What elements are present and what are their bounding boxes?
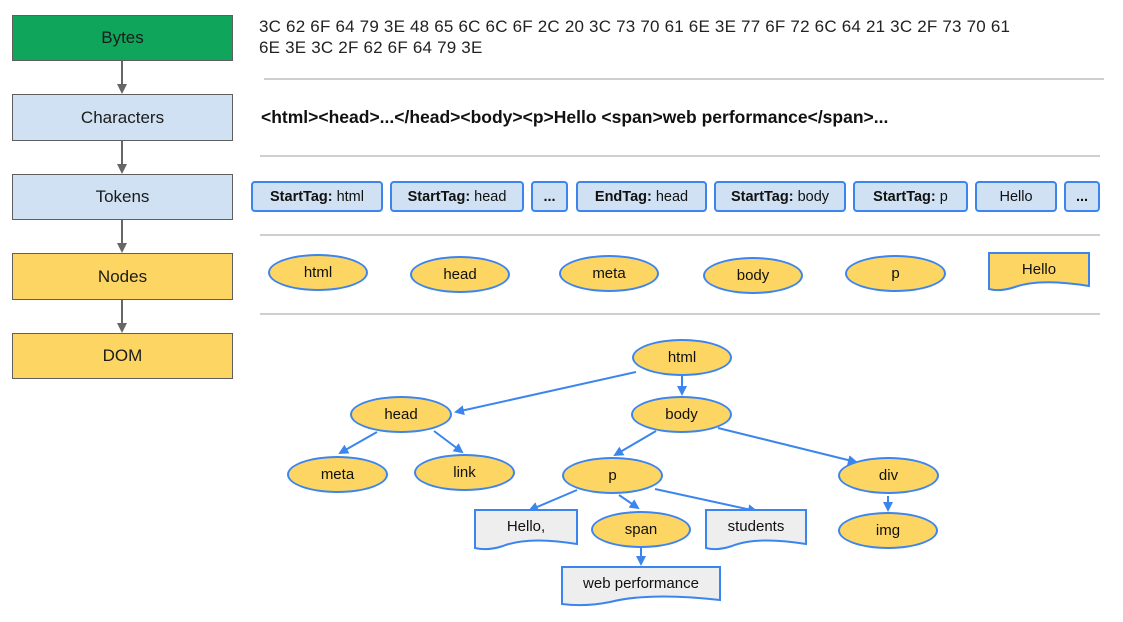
bytes-hex-line-2: 6E 3E 3C 2F 62 6F 64 79 3E (259, 38, 483, 57)
token-endtag-head: EndTag:head (576, 181, 707, 212)
token-value: body (797, 188, 830, 205)
token-value: Hello (999, 188, 1033, 205)
token-ellipsis-2: ... (1064, 181, 1100, 212)
node-p: p (845, 255, 946, 292)
token-kind: StartTag: (270, 188, 333, 205)
edge-head-meta (338, 431, 378, 454)
dom-div: div (838, 457, 939, 494)
stage-tokens: Tokens (12, 174, 233, 220)
token-text-hello: Hello (975, 181, 1057, 212)
edge-p-span (618, 494, 640, 510)
token-starttag-head: StartTag:head (390, 181, 524, 212)
edge-html-head (454, 371, 637, 416)
token-kind: EndTag: (594, 188, 652, 205)
node-hello: Hello (1021, 261, 1057, 278)
dom-html: html (632, 339, 732, 376)
edge-p-students (654, 488, 758, 515)
dom-web-performance-shape (561, 566, 721, 607)
edge-body-div (717, 427, 858, 465)
divider-characters (260, 155, 1100, 157)
node-body: body (703, 257, 803, 294)
dom-meta: meta (287, 456, 388, 493)
stage-characters: Characters (12, 94, 233, 141)
token-starttag-p: StartTag:p (853, 181, 968, 212)
node-hello-text-shape (988, 252, 1090, 292)
token-value: html (336, 188, 364, 205)
dom-head: head (350, 396, 452, 433)
divider-tokens (260, 234, 1100, 236)
token-kind: ... (543, 188, 556, 205)
stage-nodes: Nodes (12, 253, 233, 300)
token-ellipsis-1: ... (531, 181, 568, 212)
token-kind: StartTag: (407, 188, 471, 205)
bytes-hex-line-1: 3C 62 6F 64 79 3E 48 65 6C 6C 6F 2C 20 3… (259, 17, 1011, 36)
token-value: head (655, 188, 689, 205)
token-value: head (474, 188, 507, 205)
token-starttag-html: StartTag:html (251, 181, 383, 212)
dom-link: link (414, 454, 515, 491)
edge-p-hello (528, 489, 578, 512)
node-html: html (268, 254, 368, 291)
token-value: p (939, 188, 948, 205)
dom-span: span (591, 511, 691, 548)
edge-body-p (613, 430, 657, 457)
stage-dom: DOM (12, 333, 233, 379)
token-starttag-body: StartTag:body (714, 181, 846, 212)
stage-bytes: Bytes (12, 15, 233, 61)
token-kind: StartTag: (873, 188, 936, 205)
dom-students-shape (705, 509, 807, 551)
token-kind: StartTag: (730, 188, 794, 205)
dom-img: img (838, 512, 938, 549)
node-meta: meta (559, 255, 659, 292)
divider-nodes (260, 313, 1100, 315)
dom-body: body (631, 396, 732, 433)
dom-hello-shape (474, 509, 578, 551)
edge-head-link (433, 430, 464, 454)
dom-hello: Hello, (506, 518, 546, 535)
dom-web-performance: web performance (583, 575, 699, 592)
divider-bytes (264, 78, 1104, 80)
node-head: head (410, 256, 510, 293)
dom-p: p (562, 457, 663, 494)
token-kind: ... (1075, 188, 1089, 205)
characters-text: <html><head>...</head><body><p>Hello <sp… (261, 107, 889, 127)
dom-students: students (727, 518, 785, 535)
